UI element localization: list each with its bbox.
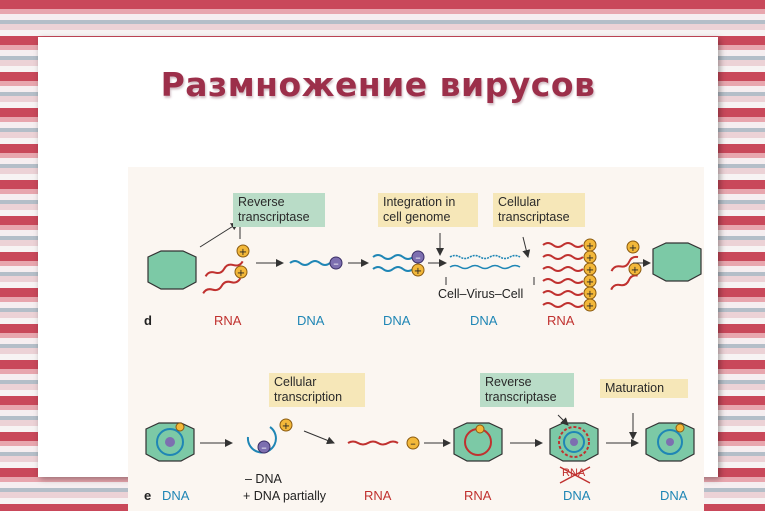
panel-letter-d: d (144, 313, 152, 328)
label-maturation: Maturation (600, 379, 688, 398)
label-reverse-transcriptase-d: Reverse transcriptase (233, 193, 325, 227)
stage-e-rna-crossed: RNA (562, 467, 586, 479)
cell-virus-cell-label: Cell–Virus–Cell (438, 287, 524, 301)
stage-e-dna-1: DNA (563, 488, 591, 503)
stage-d-dna-3: DNA (470, 313, 498, 328)
panel-letter-e: e (144, 488, 152, 503)
stage-d-rna-1: RNA (214, 313, 242, 328)
svg-text:+: + (629, 243, 637, 254)
stage-e-dna-start: DNA (162, 488, 190, 503)
svg-text:+: + (414, 266, 422, 277)
stage-e-rna-1: RNA (364, 488, 392, 503)
slide-title: Размножение вирусов (160, 65, 596, 104)
svg-text:+: + (586, 241, 594, 252)
stage-d-dna-1: DNA (297, 313, 325, 328)
svg-text:+: + (631, 265, 639, 276)
label-integration-cell-genome: Integration in cell genome (378, 193, 478, 227)
note-plus-dna-partially: + DNA partially (243, 489, 327, 503)
svg-text:+: + (586, 289, 594, 300)
svg-text:+: + (586, 301, 594, 312)
stage-e-dna-2: DNA (660, 488, 688, 503)
svg-text:+: + (586, 265, 594, 276)
virion-hexagon-start (147, 250, 197, 290)
slide: Размножение вирусов + + – (38, 37, 718, 511)
svg-text:+: + (239, 247, 247, 258)
stage-d-dna-2: DNA (383, 313, 411, 328)
cell-e3 (549, 422, 599, 462)
svg-text:–: – (333, 257, 339, 270)
cell-e4 (645, 422, 695, 462)
label-cellular-transcriptase: Cellular transcriptase (493, 193, 585, 227)
cell-e1 (145, 422, 195, 462)
virus-replication-figure: + + – – + (128, 167, 704, 511)
svg-text:+: + (586, 253, 594, 264)
virion-hexagon-end (652, 242, 702, 282)
stage-e-rna-2: RNA (464, 488, 492, 503)
stage-d-rna-2: RNA (547, 313, 575, 328)
diagram-graphics: + + – – + (145, 222, 702, 484)
svg-text:–: – (415, 251, 421, 264)
svg-text:+: + (282, 421, 290, 432)
label-cellular-transcription: Cellular transcription (269, 373, 365, 407)
svg-text:+: + (237, 268, 245, 279)
svg-text:+: + (586, 277, 594, 288)
svg-text:–: – (410, 437, 416, 450)
label-reverse-transcriptase-e: Reverse transcriptase (480, 373, 574, 407)
cell-e2 (453, 422, 503, 462)
note-minus-dna: – DNA (245, 472, 282, 486)
svg-text:–: – (261, 441, 267, 454)
